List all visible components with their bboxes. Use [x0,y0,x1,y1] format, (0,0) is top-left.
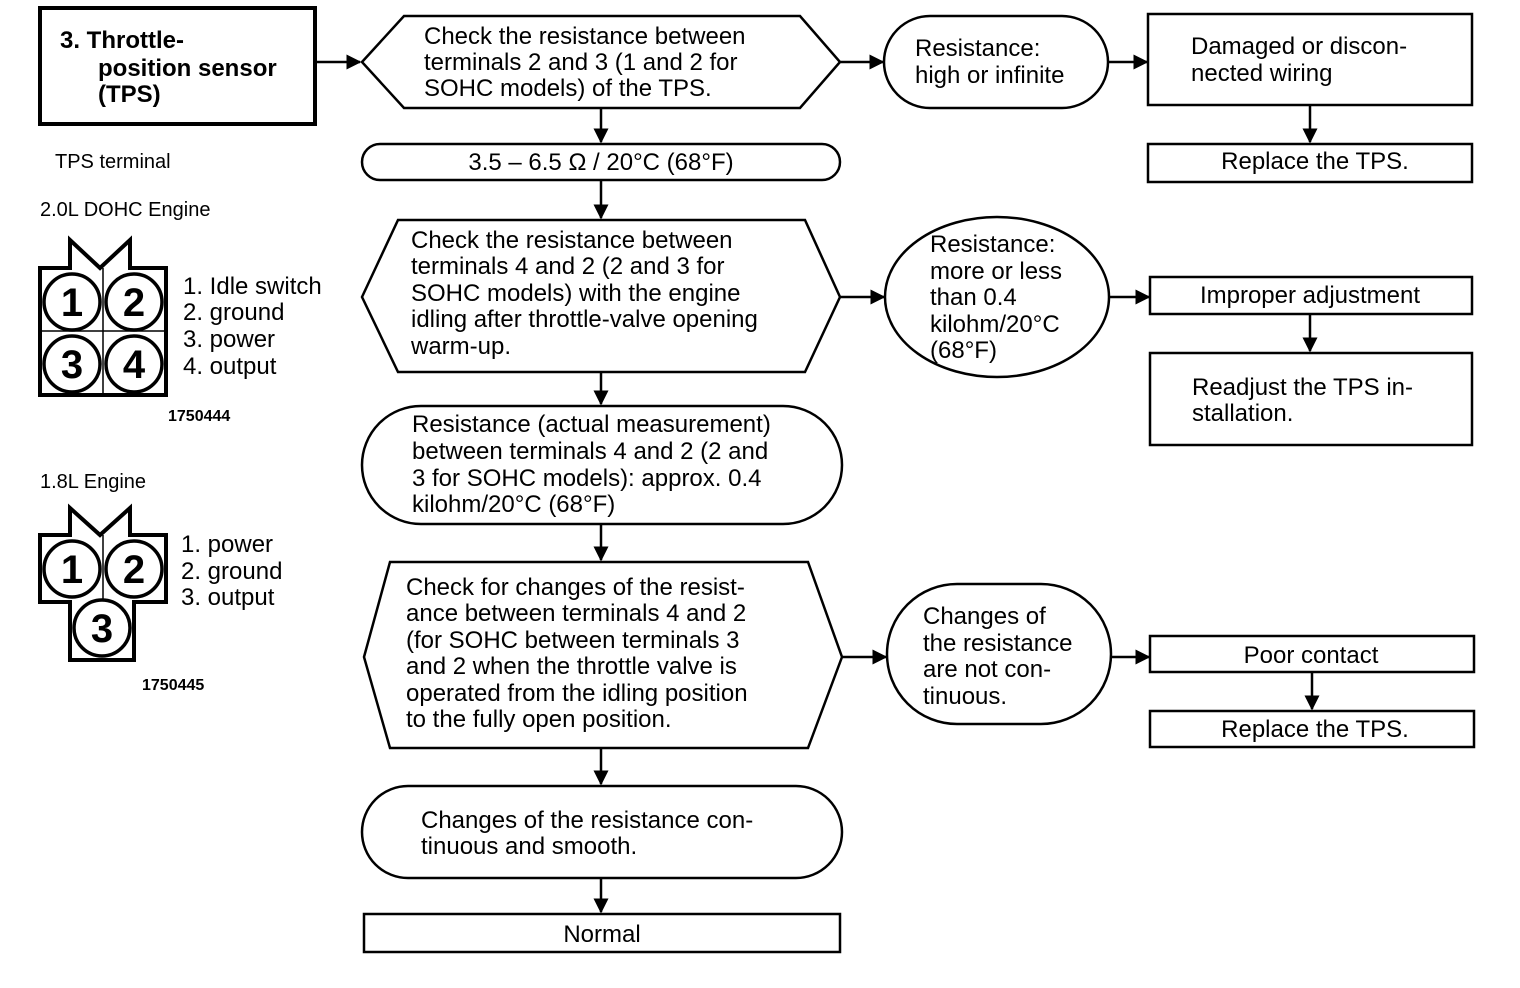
title-line-3: (TPS) [98,81,161,108]
f3-condition-line-2: the resistance [923,630,1072,657]
result2-line-1: Resistance (actual measurement) [412,411,771,438]
check2-line-3: SOHC models) with the engine [411,280,740,307]
f2-cause-text: Improper adjustment [1200,282,1420,309]
f2-condition-line-3: than 0.4 [930,284,1017,311]
f3-condition-line-3: are not con- [923,656,1051,683]
legend-20-4: 4. output [183,353,277,380]
f2-action-line-1: Readjust the TPS in- [1192,374,1413,401]
f2-condition-line-4: kilohm/20°C [930,311,1060,338]
pin-label-1: 1 [61,281,83,325]
fault-3-cause: Poor contact [1148,634,1476,674]
figure-code-18: 1750445 [142,677,204,694]
result-2: Resistance (actual measurement) between … [360,404,844,526]
legend-18-1: 1. power [181,531,273,558]
normal-box: Normal [362,912,842,954]
check-step-2: Check the resistance between terminals 4… [360,218,842,374]
fault-1-condition: Resistance: high or infinite [882,14,1110,110]
pin-label-4: 4 [123,343,146,387]
result2-line-2: between terminals 4 and 2 (2 and [412,438,768,465]
pin-2 [104,539,164,599]
pin-label-3: 3 [61,343,83,387]
fault-3-action: Replace the TPS. [1148,709,1476,749]
check3-line-5: operated from the idling position [406,680,748,707]
connectors [315,54,1320,914]
connector-18-diagram: 1 2 3 [38,503,168,662]
title-line-2: position sensor [98,55,277,82]
check2-line-1: Check the resistance between [411,227,733,254]
check1-line-3: SOHC models) of the TPS. [424,75,712,102]
check2-line-4: idling after throttle-valve opening [411,306,758,333]
pin-label-1: 1 [61,548,83,592]
check3-line-4: and 2 when the throttle valve is [406,653,737,680]
f1-action-text: Replace the TPS. [1221,148,1409,175]
check1-line-1: Check the resistance between [424,23,746,50]
f3-cause-text: Poor contact [1244,642,1379,669]
connector-20-diagram: 1 2 3 4 [38,235,168,397]
pin-label-3: 3 [91,607,113,651]
f1-cause-line-2: nected wiring [1191,60,1332,87]
engine-18-label: 1.8L Engine [40,471,146,493]
check2-line-5: warm-up. [410,333,511,360]
title-line-1: 3. Throttle- [60,27,184,54]
pin-1 [42,539,102,599]
result3-line-1: Changes of the resistance con- [421,807,753,834]
f1-condition-line-2: high or infinite [915,62,1064,89]
spec-1: 3.5 – 6.5 Ω / 20°C (68°F) [360,142,842,182]
f3-condition-line-4: tinuous. [923,683,1007,710]
f2-condition-line-1: Resistance: [930,231,1055,258]
check2-line-2: terminals 4 and 2 (2 and 3 for [411,253,725,280]
check1-line-2: terminals 2 and 3 (1 and 2 for [424,49,738,76]
legend-20-1: 1. Idle switch [183,273,322,300]
f2-condition-line-5: (68°F) [930,337,997,364]
legend-18-3: 3. output [181,584,275,611]
check-step-3: Check for changes of the resist- ance be… [362,560,844,750]
f3-condition-line-1: Changes of [923,603,1046,630]
result2-line-4: kilohm/20°C (68°F) [412,491,615,518]
terminal-heading: TPS terminal [55,151,171,173]
fault-2-cause: Improper adjustment [1148,275,1474,316]
normal-text: Normal [563,921,640,948]
pin-4 [104,334,164,394]
fault-2-action: Readjust the TPS in- stallation. [1148,351,1474,447]
check-step-1: Check the resistance between terminals 2… [360,14,842,110]
fault-1-cause: Damaged or discon- nected wiring [1146,12,1474,107]
result3-line-2: tinuous and smooth. [421,833,637,860]
title-box: 3. Throttle- position sensor (TPS) [38,6,317,126]
pin-3 [72,598,132,658]
pin-label-2: 2 [123,548,145,592]
fault-1-action: Replace the TPS. [1146,142,1474,184]
f2-action-line-2: stallation. [1192,400,1293,427]
legend-18-2: 2. ground [181,558,282,585]
check3-line-6: to the fully open position. [406,706,672,733]
check3-line-3: (for SOHC between terminals 3 [406,627,739,654]
terminal-panel: TPS terminal 2.0L DOHC Engine 1 2 3 4 1.… [38,151,322,694]
f2-condition-line-2: more or less [930,258,1062,285]
check3-line-2: ance between terminals 4 and 2 [406,600,746,627]
figure-code-20: 1750444 [168,408,230,425]
fault-3-condition: Changes of the resistance are not con- t… [885,582,1113,726]
f1-condition-line-1: Resistance: [915,35,1040,62]
check3-line-1: Check for changes of the resist- [406,574,745,601]
pin-label-2: 2 [123,281,145,325]
legend-20-3: 3. power [183,326,275,353]
f3-action-text: Replace the TPS. [1221,716,1409,743]
pin-2 [104,272,164,332]
legend-20-2: 2. ground [183,299,284,326]
spec1-text: 3.5 – 6.5 Ω / 20°C (68°F) [468,149,733,176]
f1-cause-line-1: Damaged or discon- [1191,33,1407,60]
pin-1 [42,272,102,332]
result-3: Changes of the resistance con- tinuous a… [360,784,844,880]
engine-20-label: 2.0L DOHC Engine [40,199,210,221]
result2-line-3: 3 for SOHC models): approx. 0.4 [412,465,761,492]
fault-2-condition: Resistance: more or less than 0.4 kilohm… [883,215,1111,379]
pin-3 [42,334,102,394]
